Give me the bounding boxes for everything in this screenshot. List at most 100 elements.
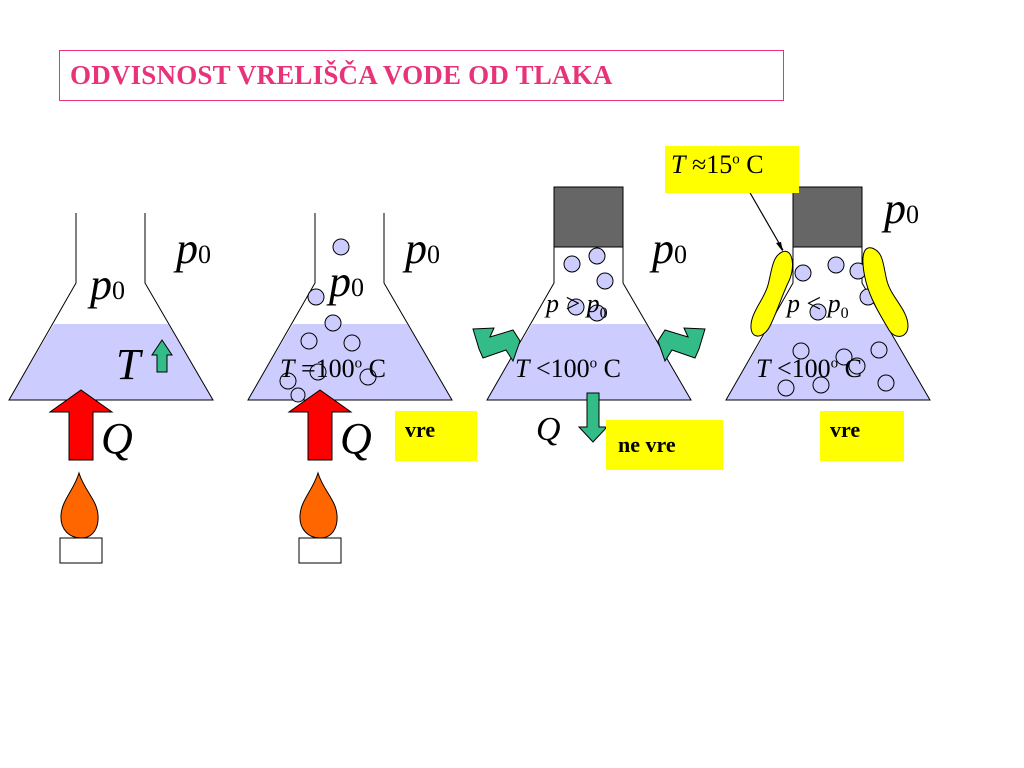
pressure-subscript: 0 [198,240,211,269]
temp-unit: C [603,354,621,383]
bubble [332,238,350,256]
bubble [827,256,845,274]
bubble [792,342,810,360]
bubble [563,255,581,273]
pressure-symbol: p [586,289,600,318]
bubble [290,387,306,403]
title-box: ODVISNOST VRELIŠČA VODE OD TLAKA [59,50,784,101]
bubble [588,247,606,265]
bubble [324,314,342,332]
bubble [777,379,795,397]
heat-out-arrow-right-icon [657,327,706,363]
bubble [343,334,361,352]
temp-symbol: T [756,354,771,383]
flask-1-outer-pressure: p0 [176,227,211,271]
temp-symbol: T [515,354,530,383]
flask-3-temperature: T <100o C [515,356,621,382]
pressure-subscript: 0 [906,200,919,229]
bubble [309,363,327,381]
bubble [809,303,827,321]
flask-2-inner-pressure: p0 [329,260,364,304]
flame-icon [60,471,99,539]
flask-3-water [487,324,691,400]
pressure-symbol: p [329,257,351,306]
degree-mark: o [354,355,363,372]
pressure-symbol: p [90,260,112,309]
flask-4-inner-pressure: p < p0 [787,291,849,322]
flask-3-status-badge: ne vre [606,420,723,470]
pressure-symbol: p [827,289,841,318]
flask-2 [247,213,453,564]
temp-unit: C [844,354,862,383]
temp-relation: < [776,354,792,383]
flask-4 [725,186,931,401]
bubble [596,272,614,290]
flask-3-outer-pressure: p0 [652,227,687,271]
flask-1-water [9,324,213,400]
bubble [359,368,377,386]
burner-icon [59,537,103,564]
callout-arrowhead-icon [776,242,783,252]
flask-2-heat-label: Q [340,414,372,463]
flask-4-bubbles [777,256,895,397]
flask-2-water [248,324,452,400]
temp-value: 100 [791,354,831,383]
bubble [300,332,318,350]
pressure-symbol: p [176,224,198,273]
pressure-subscript: 0 [427,240,440,269]
flask-1-heat-arrow-icon [48,389,114,461]
pressure-subscript: 0 [674,240,687,269]
bubble [812,376,830,394]
flask-2-status-badge: vre [395,411,477,461]
bubble [307,288,325,306]
callout-line [748,190,784,251]
pressure-subscript: 0 [112,276,125,305]
flask-2-temperature: T =100o C [280,356,386,382]
flask-1-temperature: T [116,340,141,389]
temp-relation: ≈ [691,150,707,179]
bubble [870,341,888,359]
pressure-relation: < [806,289,822,318]
piston-icon [792,186,863,248]
pressure-symbol: p [652,224,674,273]
flask-3-inner-pressure: p > p0 [546,291,608,322]
pressure-subscript: 0 [351,273,364,302]
pressure-subscript: 0 [840,305,849,323]
heat-out-arrow-down-icon [577,392,609,443]
temp-unit: C [746,150,764,179]
temp-value: 15 [706,150,733,179]
temp-relation: < [535,354,551,383]
flask-1-outline [8,213,214,401]
pressure-symbol: p [787,289,800,318]
page-title: ODVISNOST VRELIŠČA VODE OD TLAKA [70,60,613,90]
bubble [794,264,812,282]
temp-symbol: T [671,150,686,179]
pressure-symbol: p [884,184,906,233]
flask-4-temperature: T <100o C [756,356,862,382]
bubble [279,372,297,390]
degree-mark: o [732,151,740,168]
piston-icon [553,186,624,248]
degree-mark: o [589,355,598,372]
flask-4-status-badge: vre [820,411,904,461]
temp-rise-arrow-icon [151,339,173,373]
flask-3 [472,186,706,443]
bubble [848,357,866,375]
bubble [835,348,853,366]
burner-icon [298,537,342,564]
temp-value: 100 [550,354,590,383]
cooling-temperature-tag: T ≈15o C [665,146,799,193]
flask-1 [8,213,214,564]
flask-2-outline [247,213,453,401]
pressure-symbol: p [405,224,427,273]
temp-value: 100 [315,354,355,383]
flask-1-heat-label: Q [101,414,133,463]
flame-icon [299,471,338,539]
pressure-relation: > [565,289,581,318]
degree-mark: o [830,355,839,372]
bubble [877,374,895,392]
ice-pack-left-icon [750,250,794,337]
pressure-symbol: p [546,289,559,318]
